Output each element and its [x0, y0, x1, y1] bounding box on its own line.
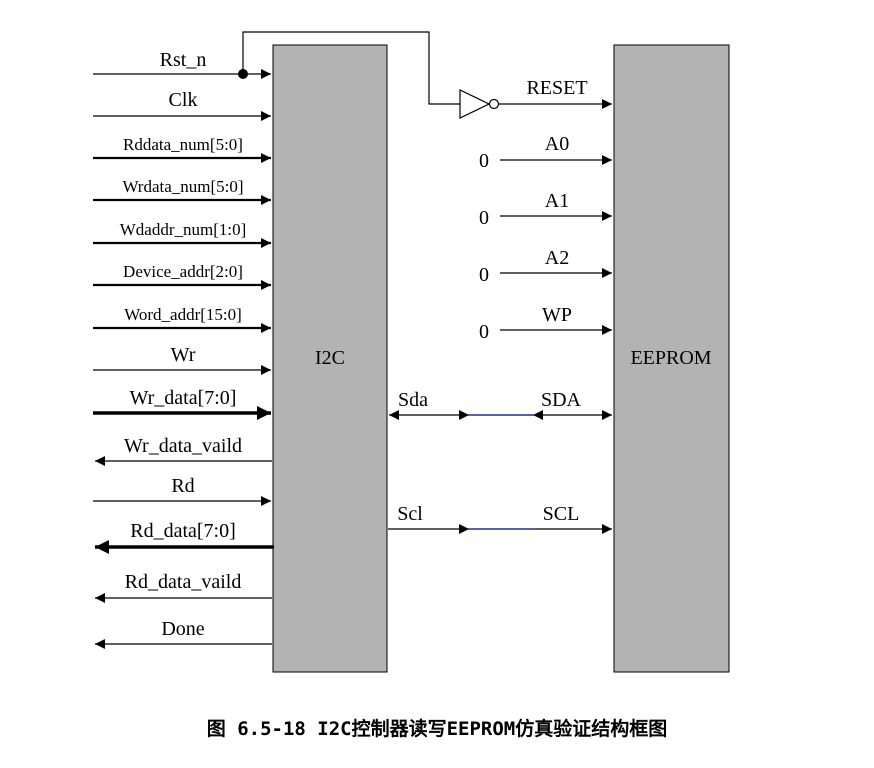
a0-label: A0: [545, 133, 569, 155]
wdaddr-num-signal: Wdaddr_num[1:0]: [93, 220, 271, 248]
rd-data-label: Rd_data[7:0]: [130, 520, 236, 542]
rst-n-label: Rst_n: [160, 49, 207, 71]
device-addr-signal: Device_addr[2:0]: [93, 262, 271, 290]
i2c-block: [272, 44, 388, 673]
wp-label: WP: [542, 304, 572, 326]
a2-label: A2: [545, 247, 569, 269]
i2c-sda-label: Sda: [398, 389, 428, 411]
word-addr-label: Word_addr[15:0]: [124, 305, 242, 324]
rst-n-signal: Rst_n: [93, 31, 460, 105]
eeprom-block: [613, 44, 730, 673]
done-signal: Done: [95, 618, 272, 649]
reset-label: RESET: [526, 77, 587, 99]
a0-tie-value: 0: [479, 150, 489, 172]
wr-label: Wr: [171, 344, 196, 366]
done-label: Done: [161, 618, 204, 640]
i2c-scl-label: Scl: [397, 503, 423, 525]
eeprom-sda-label: SDA: [541, 389, 582, 411]
inverter: RESET: [459, 77, 612, 119]
wrdata-num-signal: Wrdata_num[5:0]: [93, 177, 271, 205]
a2-signal: 0 A2: [479, 247, 612, 286]
i2c-eeprom-block-diagram: I2C EEPROM Rst_n RESET Clk Rddata_num[5:…: [93, 31, 730, 673]
rd-label: Rd: [171, 475, 194, 497]
inverter-triangle: [459, 89, 491, 119]
clk-label: Clk: [169, 89, 198, 111]
wp-signal: 0 WP: [479, 304, 612, 343]
rd-signal: Rd: [93, 475, 271, 506]
rd-data-vaild-label: Rd_data_vaild: [125, 571, 242, 593]
a2-tie-value: 0: [479, 264, 489, 286]
scl-bus: Scl SCL: [388, 503, 612, 534]
clk-signal: Clk: [93, 89, 271, 121]
word-addr-signal: Word_addr[15:0]: [93, 305, 271, 333]
wr-data-label: Wr_data[7:0]: [130, 387, 237, 409]
figure-caption: 图 6.5-18 I2C控制器读写EEPROM仿真验证结构框图: [206, 718, 668, 740]
wp-tie-value: 0: [479, 321, 489, 343]
wr-data-signal: Wr_data[7:0]: [93, 387, 271, 420]
i2c-block-label: I2C: [315, 347, 345, 369]
eeprom-block-label: EEPROM: [630, 347, 711, 369]
sda-bus: Sda SDA: [389, 389, 612, 420]
wrdata-num-label: Wrdata_num[5:0]: [122, 177, 243, 196]
a0-signal: 0 A0: [479, 133, 612, 172]
inverter-bubble: [488, 98, 500, 110]
rddata-num-signal: Rddata_num[5:0]: [93, 135, 271, 163]
eeprom-scl-label: SCL: [543, 503, 580, 525]
a1-tie-value: 0: [479, 207, 489, 229]
wr-data-vaild-signal: Wr_data_vaild: [95, 435, 272, 466]
a1-signal: 0 A1: [479, 190, 612, 229]
wdaddr-num-label: Wdaddr_num[1:0]: [120, 220, 247, 239]
rd-data-vaild-signal: Rd_data_vaild: [95, 571, 272, 603]
device-addr-label: Device_addr[2:0]: [123, 262, 243, 281]
a1-label: A1: [545, 190, 569, 212]
wr-signal: Wr: [93, 344, 271, 375]
rd-data-signal: Rd_data[7:0]: [95, 520, 274, 554]
rddata-num-label: Rddata_num[5:0]: [123, 135, 243, 154]
wr-data-vaild-label: Wr_data_vaild: [124, 435, 242, 457]
